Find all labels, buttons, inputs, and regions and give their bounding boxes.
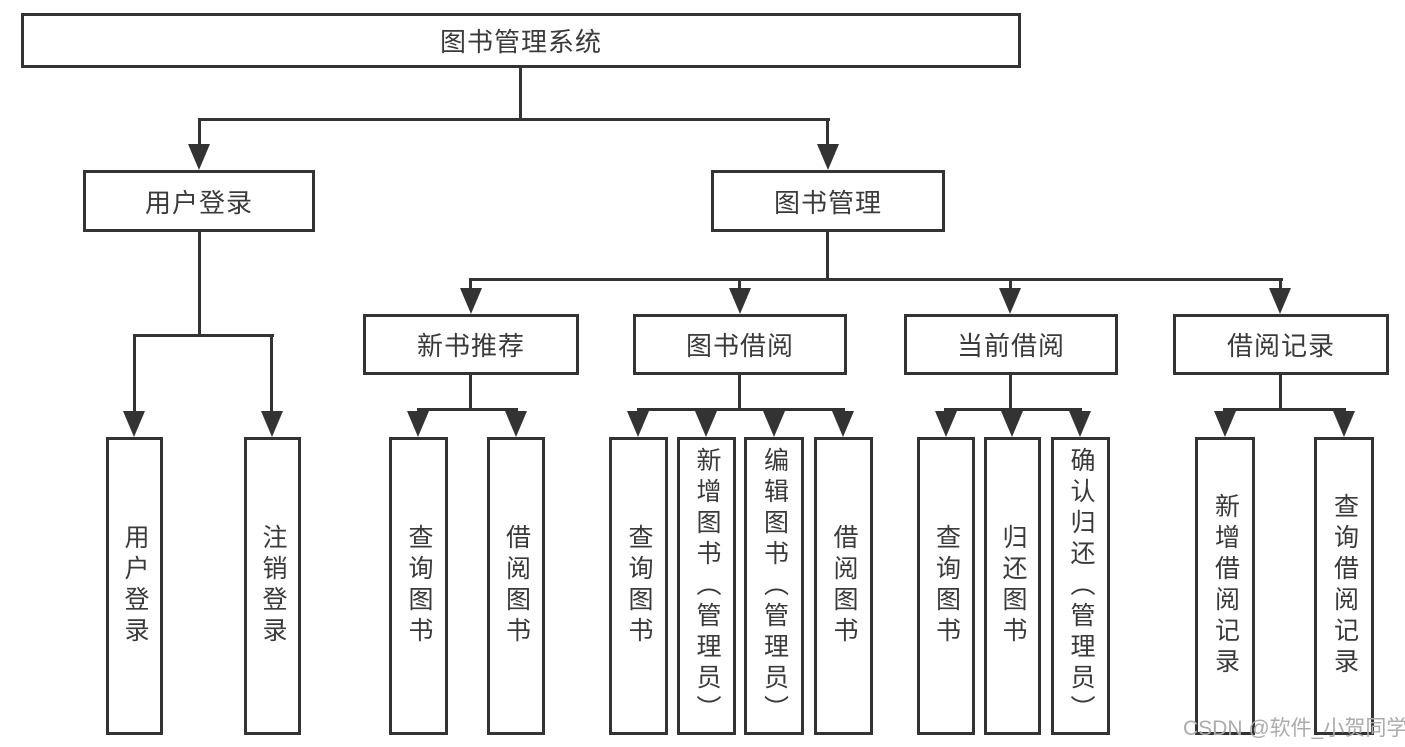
node-book-borrowing-label: 图书借阅 [685, 331, 794, 361]
arrow-down-icon [817, 144, 839, 170]
node-add-book-admin: 新增图书（管理员） [677, 437, 736, 735]
connector-line [738, 375, 741, 411]
node-book-management: 图书管理 [711, 170, 945, 232]
connector-line [270, 334, 273, 411]
node-borrow-book-1: 借阅图书 [487, 437, 545, 735]
node-logout-label: 注销登录 [259, 524, 287, 648]
connector-line [738, 278, 741, 292]
arrow-down-icon [1269, 288, 1291, 314]
node-borrow-book-1-label: 借阅图书 [502, 524, 531, 648]
node-borrow-book-2-label: 借阅图书 [830, 524, 858, 648]
node-book-borrowing: 图书借阅 [633, 314, 847, 375]
connector-line [469, 278, 472, 292]
arrow-down-icon [832, 411, 854, 437]
connector-line [469, 278, 1283, 281]
arrow-down-icon [1069, 411, 1091, 437]
connector-line [519, 68, 522, 121]
connector-line [826, 232, 829, 281]
arrow-down-icon [188, 144, 210, 170]
connector-line [1009, 278, 1012, 292]
connector-line [198, 118, 201, 146]
arrow-down-icon [729, 288, 751, 314]
arrow-down-icon [1333, 411, 1355, 437]
node-query-borrow-record: 查询借阅记录 [1314, 437, 1374, 735]
arrow-down-icon [999, 288, 1021, 314]
node-new-book-recommend: 新书推荐 [363, 314, 579, 375]
arrow-down-icon [1001, 411, 1023, 437]
connector-line [1279, 375, 1282, 411]
node-edit-book-admin: 编辑图书（管理员） [744, 437, 804, 735]
node-current-borrowing-label: 当前借阅 [956, 331, 1065, 361]
connector-line [944, 408, 1082, 411]
node-query-books-3-label: 查询图书 [932, 524, 961, 648]
node-confirm-return-admin-label: 确认归还（管理员） [1067, 446, 1095, 726]
node-user-login-action: 用户登录 [106, 437, 163, 735]
node-borrow-book-2: 借阅图书 [814, 437, 873, 735]
arrow-down-icon [695, 411, 717, 437]
connector-line [417, 408, 518, 411]
node-query-books-1-label: 查询图书 [405, 524, 433, 648]
node-root: 图书管理系统 [21, 13, 1021, 68]
node-current-borrowing: 当前借阅 [904, 314, 1118, 375]
node-logout: 注销登录 [244, 437, 301, 735]
node-add-borrow-record-label: 新增借阅记录 [1211, 493, 1240, 679]
arrow-down-icon [627, 411, 649, 437]
node-query-books-2-label: 查询图书 [625, 524, 653, 648]
node-add-borrow-record: 新增借阅记录 [1195, 437, 1255, 735]
connector-line [198, 118, 830, 121]
arrow-down-icon [123, 411, 145, 437]
node-add-book-admin-label: 新增图书（管理员） [693, 446, 721, 726]
node-query-books-3: 查询图书 [917, 437, 975, 735]
arrow-down-icon [935, 411, 957, 437]
node-user-login-label: 用户登录 [144, 187, 253, 218]
node-root-label: 图书管理系统 [439, 27, 602, 57]
node-new-book-recommend-label: 新书推荐 [416, 331, 525, 361]
node-user-login-action-label: 用户登录 [121, 524, 149, 648]
node-borrowing-records-label: 借阅记录 [1226, 331, 1335, 361]
node-query-books-2: 查询图书 [609, 437, 668, 735]
node-query-books-1: 查询图书 [389, 437, 448, 735]
arrow-down-icon [763, 411, 785, 437]
connector-line [1279, 278, 1282, 292]
node-return-book: 归还图书 [984, 437, 1041, 735]
node-borrowing-records: 借阅记录 [1173, 314, 1389, 375]
node-confirm-return-admin: 确认归还（管理员） [1051, 437, 1110, 735]
connector-line [198, 232, 201, 337]
arrow-down-icon [407, 411, 429, 437]
node-book-management-label: 图书管理 [773, 187, 882, 218]
arrow-down-icon [505, 411, 527, 437]
connector-line [826, 118, 829, 146]
node-user-login: 用户登录 [83, 170, 315, 232]
connector-line [133, 334, 136, 411]
arrow-down-icon [261, 411, 283, 437]
csdn-watermark: CSDN @软件_小贺同学 [1183, 717, 1405, 740]
arrow-down-icon [460, 288, 482, 314]
node-edit-book-admin-label: 编辑图书（管理员） [760, 446, 789, 726]
connector-line [469, 375, 472, 411]
connector-line [1009, 375, 1012, 411]
connector-line [1223, 408, 1346, 411]
connector-line [637, 408, 845, 411]
node-return-book-label: 归还图书 [999, 524, 1027, 648]
node-query-borrow-record-label: 查询借阅记录 [1330, 493, 1359, 679]
arrow-down-icon [1214, 411, 1236, 437]
connector-line [133, 334, 274, 337]
